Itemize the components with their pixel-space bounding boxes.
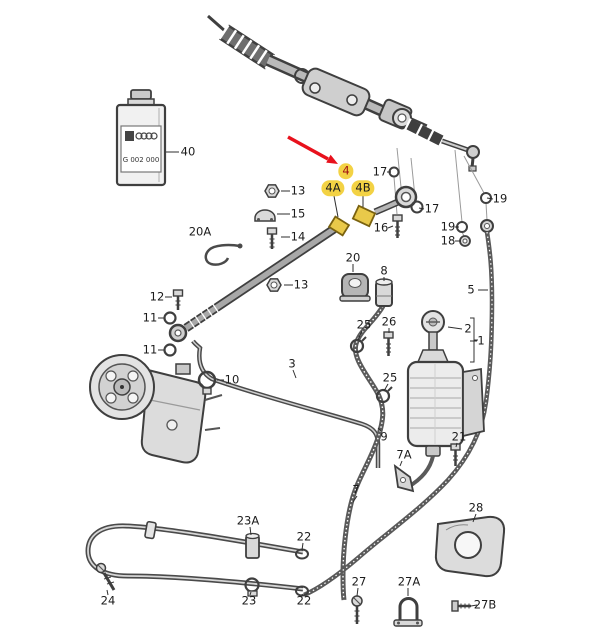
washer-11b-drawing (163, 343, 177, 357)
ring-17b-drawing (410, 200, 424, 214)
part-label-25[interactable]: 25 (382, 370, 398, 385)
part-label-21[interactable]: 21 (451, 429, 467, 444)
part-label-20[interactable]: 20 (345, 250, 361, 265)
clamp-23-drawing (244, 577, 260, 597)
part-label-27A[interactable]: 27A (397, 574, 421, 589)
part-label-11[interactable]: 11 (142, 310, 158, 325)
part-label-28[interactable]: 28 (468, 500, 484, 515)
part-label-9[interactable]: 9 (380, 429, 388, 444)
bottle-logo-block (125, 131, 134, 141)
part-label-19[interactable]: 19 (492, 191, 508, 206)
steering-rack-drawing (207, 14, 480, 172)
part-label-15[interactable]: 15 (290, 206, 306, 221)
ring-19a-drawing (480, 192, 492, 204)
bolt-16-drawing (392, 214, 403, 238)
part-23a-drawing (245, 532, 260, 559)
part-label-13[interactable]: 13 (290, 183, 306, 198)
bracket-7a-drawing (393, 464, 415, 493)
power-steering-pump-drawing (89, 354, 223, 464)
grommet-20-drawing (339, 273, 371, 302)
reservoir-drawing (406, 310, 485, 489)
part-label-4B[interactable]: 4B (351, 180, 375, 196)
part-label-24[interactable]: 24 (100, 593, 116, 608)
clamp-25b-drawing (375, 386, 393, 404)
red-arrow-icon (287, 135, 338, 164)
part-label-17[interactable]: 17 (372, 164, 388, 179)
part-label-7[interactable]: 7 (352, 482, 360, 497)
washer-18-drawing (459, 235, 471, 247)
part-label-8[interactable]: 8 (380, 263, 388, 278)
part-label-22[interactable]: 22 (296, 593, 312, 608)
part-label-13[interactable]: 13 (293, 277, 309, 292)
bolt-12-drawing (172, 289, 184, 310)
tie-rod-hex-4b (351, 204, 377, 228)
clamp-10-drawing (197, 370, 217, 395)
cover-28-drawing (434, 515, 506, 578)
nut-13a-drawing (264, 184, 280, 198)
part-label-4A[interactable]: 4A (321, 180, 345, 196)
screw-27-drawing (351, 595, 363, 624)
part-label-23A[interactable]: 23A (236, 513, 260, 528)
nut-13b-drawing (266, 278, 282, 292)
pipe-3-drawing (191, 339, 381, 468)
bracket-20a-drawing (204, 243, 243, 266)
bolt-14-drawing (266, 227, 278, 249)
part-label-23[interactable]: 23 (241, 593, 257, 608)
part-8-drawing (375, 278, 393, 307)
screw-27b-drawing (451, 600, 471, 612)
part-label-7A[interactable]: 7A (396, 447, 412, 462)
clamp-27a-drawing (393, 597, 423, 627)
part-label-18[interactable]: 18 (440, 233, 456, 248)
part-label-3[interactable]: 3 (288, 356, 296, 371)
fluid-bottle-drawing: G 002 000 (115, 89, 167, 187)
part-label-19[interactable]: 19 (440, 219, 456, 234)
part-label-25[interactable]: 25 (356, 317, 372, 332)
part-label-26[interactable]: 26 (381, 314, 397, 329)
bottle-part-number-text: G 002 000 (123, 156, 160, 164)
clamp-25a-drawing (349, 336, 367, 354)
clamp-15-drawing (254, 209, 276, 222)
part-label-16[interactable]: 16 (373, 220, 389, 235)
part-label-2[interactable]: 2 (464, 321, 472, 336)
part-label-40[interactable]: 40 (180, 144, 196, 159)
brand-rings-icon (135, 132, 158, 140)
part-label-10[interactable]: 10 (224, 372, 240, 387)
return-hose-drawing (303, 219, 495, 598)
leader-lines (106, 151, 494, 607)
part-label-20A[interactable]: 20A (188, 224, 212, 239)
part-label-27[interactable]: 27 (351, 574, 367, 589)
part-label-4[interactable]: 4 (338, 163, 354, 179)
part-label-14[interactable]: 14 (290, 229, 306, 244)
tie-rod-hex-4a (327, 215, 351, 237)
screw-24-drawing (95, 562, 116, 591)
washer-11a-drawing (163, 311, 177, 325)
part-label-11[interactable]: 11 (142, 342, 158, 357)
part-label-17[interactable]: 17 (424, 201, 440, 216)
part-label-5[interactable]: 5 (467, 282, 475, 297)
bolt-26-drawing (383, 331, 394, 356)
washer-22b-drawing (295, 585, 309, 597)
part-label-1[interactable]: 1 (477, 333, 485, 348)
part-label-12[interactable]: 12 (149, 289, 165, 304)
part-label-27B[interactable]: 27B (473, 597, 497, 612)
braided-hose-drawing (340, 304, 386, 601)
tie-rod-drawing (168, 185, 418, 343)
bolt-21-drawing (450, 443, 461, 466)
cooler-loop-pipe-drawing (85, 520, 304, 592)
part-label-22[interactable]: 22 (296, 529, 312, 544)
